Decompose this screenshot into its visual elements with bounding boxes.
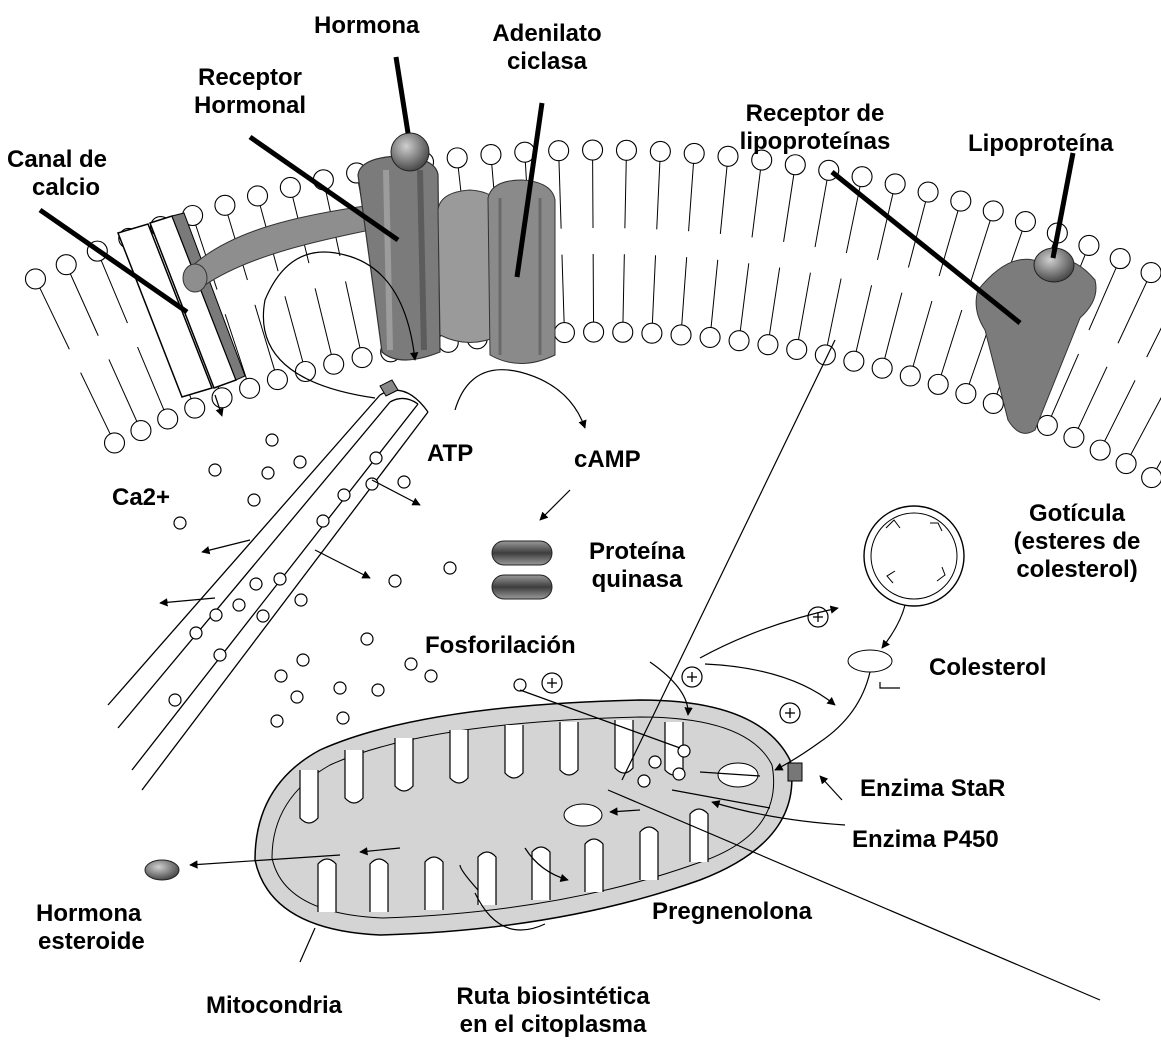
label-phosphorylation: Fosforilación [425, 632, 576, 660]
label-lipid-droplet-line2: (esteres de [992, 528, 1161, 556]
label-steroid-hormone-line2: esteroide [36, 928, 145, 956]
label-lipid-droplet: Gotícula (esteres de colesterol) [992, 500, 1161, 584]
label-adenylate-cyclase: Adenilato ciclasa [462, 20, 632, 76]
label-adenylate-line2: ciclasa [462, 48, 632, 76]
label-lipid-droplet-line3: colesterol) [992, 556, 1161, 584]
label-lipoprotein-receptor-line1: Receptor de [720, 100, 910, 128]
label-calcium-channel-line1: Canal de [7, 146, 107, 174]
label-hormone-receptor-line1: Receptor [170, 64, 330, 92]
label-steroid-hormone-line1: Hormona [36, 900, 145, 928]
label-calcium-channel-line2: calcio [7, 174, 107, 202]
label-steroid-hormone: Hormona esteroide [36, 900, 145, 956]
protein-kinase [492, 541, 552, 599]
label-hormone: Hormona [314, 12, 419, 40]
label-star-enzyme: Enzima StaR [860, 775, 1005, 803]
label-pregnenolone: Pregnenolona [652, 898, 812, 926]
label-adenylate-line1: Adenilato [462, 20, 632, 48]
label-cholesterol: Colesterol [929, 654, 1046, 682]
label-lipid-droplet-line1: Gotícula [992, 500, 1161, 528]
hormone-molecule [391, 133, 429, 171]
pregnenolone-molecule [564, 804, 602, 826]
label-atp: ATP [427, 440, 473, 468]
label-hormone-receptor-line2: Hormonal [170, 92, 330, 120]
label-lipoprotein: Lipoproteína [968, 130, 1113, 158]
steroid-hormone-molecule [145, 860, 179, 880]
label-biosynthetic-route: Ruta biosintética en el citoplasma [438, 983, 668, 1039]
label-protein-kinase-line2: quinasa [572, 566, 702, 594]
adenylate-cyclase [438, 180, 555, 364]
label-hormone-receptor: Receptor Hormonal [170, 64, 330, 120]
label-p450-enzyme: Enzima P450 [852, 826, 999, 854]
label-calcium-channel: Canal de calcio [7, 146, 107, 202]
label-lipoprotein-receptor-line2: lipoproteínas [720, 128, 910, 156]
label-camp: cAMP [574, 446, 641, 474]
star-enzyme-icon [788, 763, 802, 781]
label-protein-kinase-line1: Proteína [572, 538, 702, 566]
label-lipoprotein-receptor: Receptor de lipoproteínas [720, 100, 910, 156]
calcium-channel [118, 213, 245, 397]
cholesterol-molecule [848, 650, 892, 672]
label-calcium-ion: Ca2+ [112, 484, 170, 512]
label-protein-kinase: Proteína quinasa [572, 538, 702, 594]
lipid-droplet [864, 506, 964, 606]
label-biosynthetic-route-line2: en el citoplasma [438, 1011, 668, 1039]
label-mitochondrion: Mitocondria [206, 992, 342, 1020]
label-biosynthetic-route-line1: Ruta biosintética [438, 983, 668, 1011]
